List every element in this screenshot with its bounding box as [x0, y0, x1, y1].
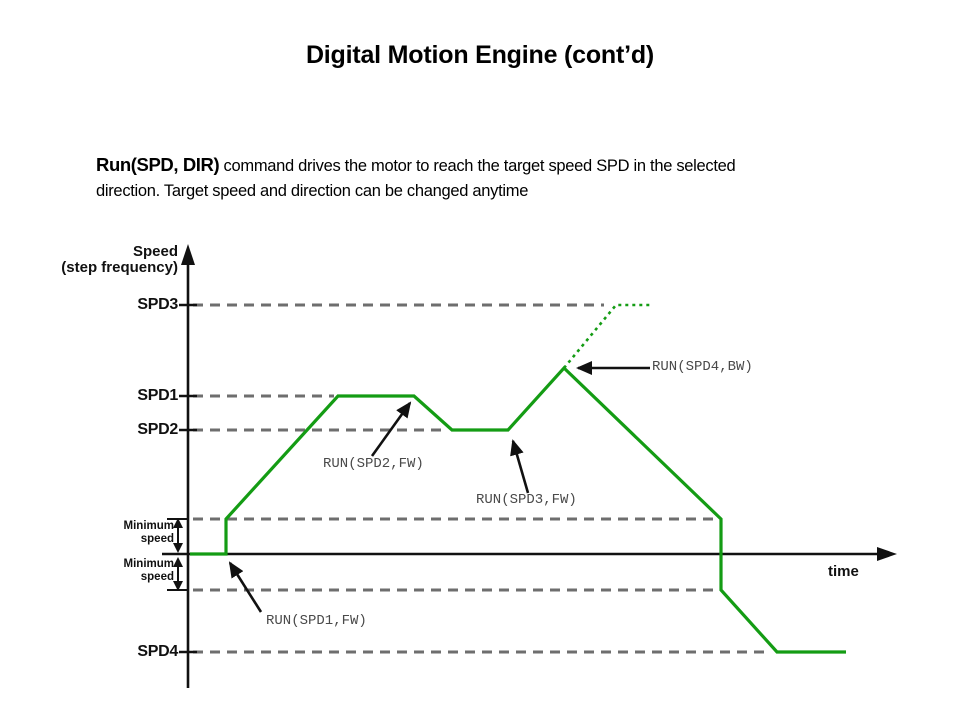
description-line1: command drives the motor to reach the ta…: [219, 157, 736, 175]
annotation-run-spd4-bw: RUN(SPD4,BW): [652, 359, 753, 375]
min-range-arrow-up2-icon: [173, 557, 183, 567]
min-speed-lower-line2: speed: [140, 571, 174, 583]
level-label-spd3: SPD3: [137, 296, 178, 313]
x-axis-title: time: [828, 563, 859, 580]
min-range-arrow-down1-icon: [173, 543, 183, 553]
description-line2: direction. Target speed and direction ca…: [96, 182, 529, 200]
annotation-run-spd2-fw: RUN(SPD2,FW): [323, 456, 424, 472]
min-speed-upper-line2: speed: [140, 533, 174, 545]
run2-arrow-icon: [370, 401, 412, 457]
min-speed-label-upper: Minimum speed: [100, 520, 174, 546]
description-text: Run(SPD, DIR) command drives the motor t…: [96, 152, 880, 204]
page-title: Digital Motion Engine (cont’d): [305, 41, 655, 69]
min-range-arrow-down2-icon: [173, 581, 183, 591]
y-axis-title-line2: (step frequency): [61, 259, 178, 276]
run1-arrow-icon: [228, 561, 263, 613]
min-speed-label-lower: Minimum speed: [100, 558, 174, 584]
annotation-run-spd3-fw: RUN(SPD3,FW): [476, 492, 577, 508]
annotation-run-spd1-fw: RUN(SPD1,FW): [266, 613, 367, 629]
level-label-spd4: SPD4: [137, 643, 178, 660]
speed-profile-line: [190, 365, 846, 654]
min-speed-lower-line1: Minimum: [123, 558, 174, 570]
axis-ticks: [179, 303, 197, 654]
run-command-name: Run(SPD, DIR): [96, 154, 220, 175]
level-dashed-lines: [193, 303, 771, 654]
min-speed-range-arrowheads: [173, 518, 183, 591]
annotation-arrows: [228, 361, 650, 613]
y-axis-title: Speed (step frequency): [30, 244, 178, 276]
min-range-arrow-up1-icon: [173, 518, 183, 528]
level-label-spd2: SPD2: [137, 421, 178, 438]
run3-arrow-icon: [510, 439, 530, 494]
level-label-spd1: SPD1: [137, 387, 178, 404]
y-axis-arrowhead-icon: [181, 244, 195, 265]
y-axis-title-line1: Speed: [132, 243, 178, 260]
projected-speed-dotted-line: [562, 303, 652, 369]
x-axis-arrowhead-icon: [877, 547, 897, 561]
min-speed-upper-line1: Minimum: [123, 520, 174, 532]
